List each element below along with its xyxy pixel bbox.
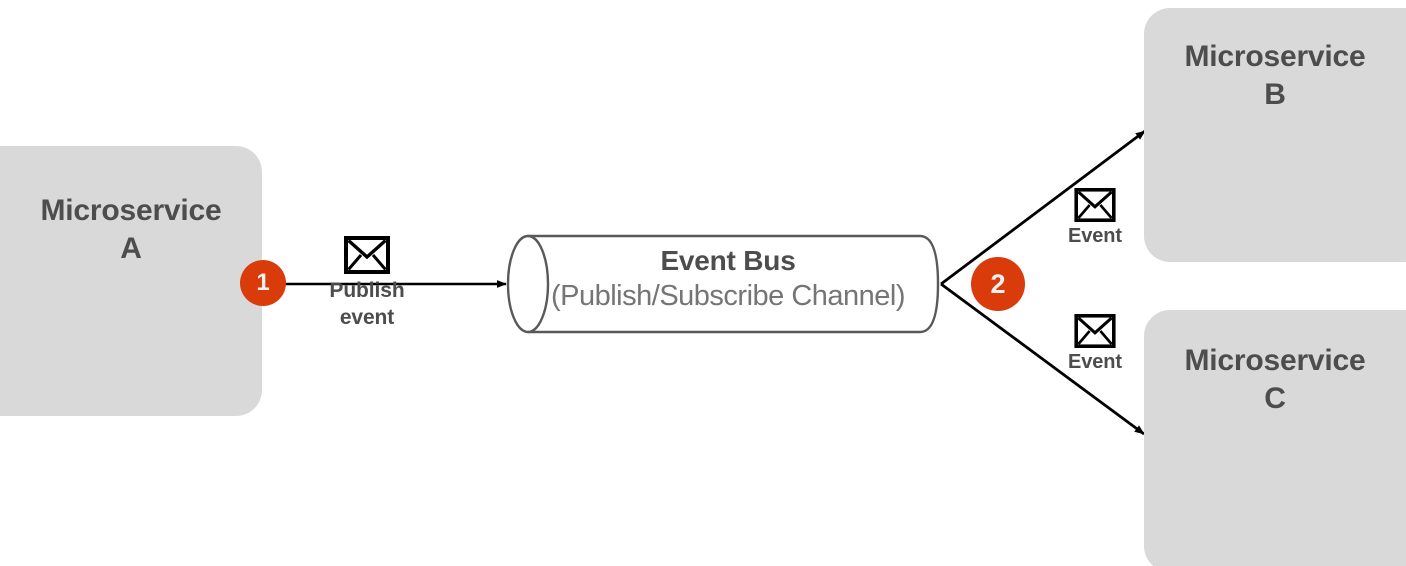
event-b-annotation: Event (1035, 188, 1155, 250)
step-badge-2-number: 2 (990, 268, 1006, 299)
microservice-a-label: Microservice A (40, 194, 222, 266)
publish-event-annotation: Publish event (296, 236, 438, 332)
event-c-annotation: Event (1035, 314, 1155, 376)
arrow-event-b (940, 129, 1146, 286)
arrow-event-c (940, 282, 1145, 436)
microservice-c-box[interactable]: Microservice C (1144, 310, 1406, 566)
event-b-caption: Event (1068, 225, 1122, 247)
microservice-b-box[interactable]: Microservice B (1144, 8, 1406, 262)
step-badge-1-number: 1 (256, 269, 270, 296)
envelope-icon (344, 236, 390, 274)
step-badge-1[interactable]: 1 (240, 260, 286, 306)
envelope-icon (1074, 188, 1116, 222)
event-bus-cylinder (506, 234, 940, 334)
event-c-caption: Event (1068, 351, 1122, 373)
microservice-b-label: Microservice B (1184, 40, 1366, 112)
step-badge-2[interactable]: 2 (971, 257, 1025, 311)
microservice-c-label: Microservice C (1184, 344, 1366, 416)
publish-event-caption: Publish event (329, 279, 405, 329)
envelope-icon (1074, 314, 1116, 348)
microservice-a-box[interactable]: Microservice A (0, 146, 262, 416)
